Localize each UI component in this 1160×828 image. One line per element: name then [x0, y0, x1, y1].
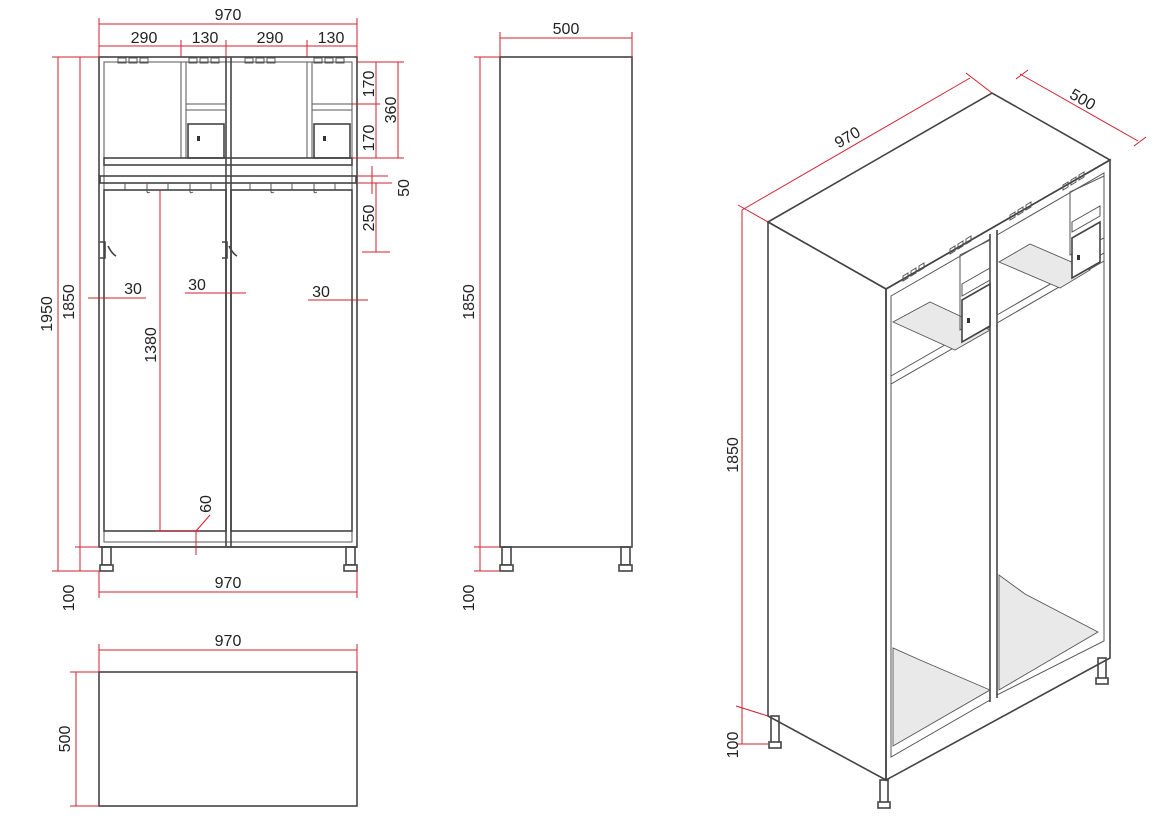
iso-floor-left — [892, 647, 992, 747]
dim-bottom-width: 970 — [215, 575, 242, 592]
dim-iso-height: 1850 — [725, 437, 742, 473]
dim-iso-width: 970 — [832, 124, 864, 152]
front-view-dimensions: 970 290 130 290 130 1950 1850 100 170 36… — [39, 7, 413, 611]
dim-top-depth: 500 — [57, 726, 74, 753]
dim-lower-locker: 170 — [361, 125, 378, 152]
dim-iso-depth: 500 — [1066, 86, 1098, 114]
front-door-right — [230, 189, 353, 532]
side-view-dimensions: 500 1850 100 — [461, 21, 633, 612]
side-panel — [499, 56, 633, 548]
dim-locker-1: 130 — [192, 30, 219, 47]
dim-right-gap: 30 — [312, 284, 330, 301]
dim-upper-locker: 170 — [361, 71, 378, 98]
dim-compartment-1: 290 — [131, 30, 158, 47]
dim-side-height: 1850 — [461, 284, 478, 320]
dim-side-leg: 100 — [461, 585, 478, 612]
dim-leg-height: 100 — [61, 585, 78, 612]
side-view — [499, 56, 633, 572]
iso-small-locker-right — [1071, 220, 1101, 280]
top-view-dimensions: 970 500 — [57, 633, 358, 807]
isometric-view — [766, 92, 1112, 809]
iso-side-panel — [767, 220, 887, 782]
dim-hook-rail: 250 — [361, 205, 378, 232]
front-frame — [98, 56, 358, 548]
dim-side-depth: 500 — [553, 21, 580, 38]
dim-top-width: 970 — [215, 633, 242, 650]
hook-rail — [99, 175, 357, 184]
dim-top-section: 360 — [383, 97, 400, 124]
small-locker-door-right — [313, 123, 351, 159]
dim-door-gap: 60 — [198, 495, 215, 513]
dim-overall-height: 1950 — [39, 296, 56, 332]
dim-body-height: 1850 — [61, 284, 78, 320]
dim-front-width: 970 — [215, 7, 242, 24]
front-door-left — [103, 189, 227, 532]
dim-iso-leg: 100 — [725, 732, 742, 759]
small-locker-door-left — [187, 123, 225, 159]
top-view-outline — [98, 671, 358, 807]
dim-shelf: 50 — [396, 179, 413, 197]
dim-compartment-2: 290 — [257, 30, 284, 47]
iso-floor-right — [998, 574, 1099, 691]
dim-left-gap: 30 — [124, 281, 142, 298]
front-view — [98, 56, 358, 572]
iso-small-locker-left — [961, 282, 991, 344]
dim-locker-2: 130 — [318, 30, 345, 47]
top-view — [98, 671, 358, 807]
dim-door-height: 1380 — [143, 327, 160, 363]
dim-center-gap: 30 — [188, 277, 206, 294]
